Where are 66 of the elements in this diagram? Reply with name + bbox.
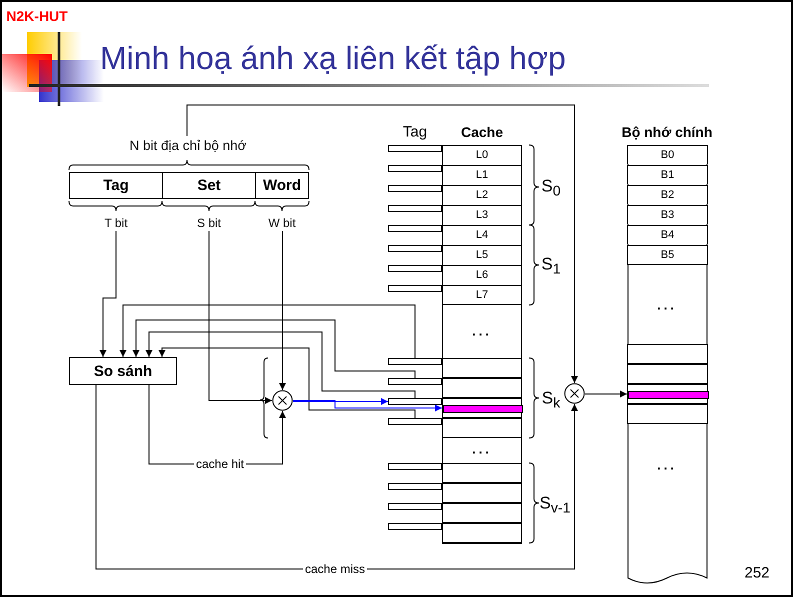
ellipsis: ... bbox=[472, 324, 492, 338]
tag-slot bbox=[388, 463, 442, 470]
tag-slot bbox=[388, 245, 442, 252]
tag-slot bbox=[388, 225, 442, 232]
memory-block: B1 bbox=[627, 165, 708, 184]
bit-width-label: W bit bbox=[266, 215, 298, 231]
tag-slot bbox=[388, 185, 442, 192]
set-label: S$_{0}$ bbox=[541, 176, 561, 200]
memory-block bbox=[627, 344, 708, 364]
arrow bbox=[208, 230, 272, 404]
memory-block: B5 bbox=[627, 245, 708, 265]
ellipsis: ... bbox=[657, 298, 677, 312]
tag-slot bbox=[388, 503, 442, 510]
tag-slot bbox=[388, 378, 442, 385]
memory-block: B0 bbox=[627, 145, 708, 164]
tag-slot bbox=[388, 145, 442, 152]
address-field: Word bbox=[255, 172, 309, 199]
arrow bbox=[96, 384, 578, 570]
ellipsis: ... bbox=[657, 458, 677, 472]
arrow bbox=[584, 390, 628, 398]
tag-slot bbox=[388, 418, 442, 425]
arrow bbox=[292, 398, 388, 405]
multiplier-circle bbox=[564, 383, 585, 404]
selected-word-bar bbox=[628, 391, 709, 399]
tag-slot bbox=[388, 265, 442, 272]
address-field: Set bbox=[162, 172, 256, 199]
page-number: 252 bbox=[744, 564, 770, 582]
multiplier-circle bbox=[272, 390, 293, 411]
slide-title: Minh hoạ ánh xạ liên kết tập hợp bbox=[100, 40, 566, 77]
memory-block bbox=[627, 384, 708, 404]
address-field: Tag bbox=[69, 172, 163, 199]
arrow bbox=[292, 400, 442, 412]
memory-block bbox=[627, 404, 708, 424]
tag-slot bbox=[388, 483, 442, 490]
arrow bbox=[158, 348, 416, 418]
set-label: S$_{1}$ bbox=[541, 254, 561, 278]
tag-slot bbox=[388, 165, 442, 172]
set-label: S$_{v-1}$ bbox=[540, 493, 570, 517]
memory-block bbox=[627, 364, 708, 384]
memory-block: B4 bbox=[627, 225, 708, 244]
memory-block: B3 bbox=[627, 205, 708, 224]
column-heading: Bộ nhớ chính bbox=[620, 124, 714, 140]
arrow bbox=[279, 230, 286, 390]
comparator-box: So sánh bbox=[69, 357, 177, 385]
edge-label: cache miss bbox=[302, 563, 368, 575]
edge-label: cache hit bbox=[194, 458, 246, 470]
tag-slot bbox=[388, 285, 442, 292]
ellipsis: ... bbox=[472, 442, 492, 456]
selected-word-bar bbox=[443, 405, 523, 413]
set-label: S$_{k}$ bbox=[542, 388, 560, 412]
arrow bbox=[186, 104, 578, 384]
tag-slot bbox=[388, 358, 442, 365]
arrow bbox=[100, 230, 116, 358]
tag-slot bbox=[388, 398, 442, 405]
bit-width-label: T bit bbox=[100, 215, 132, 231]
column-heading: Tag bbox=[402, 124, 428, 140]
column-heading: Cache bbox=[460, 124, 504, 140]
tag-slot bbox=[388, 523, 442, 530]
tag-slot bbox=[388, 205, 442, 212]
arrow bbox=[132, 320, 416, 378]
memory-block: B2 bbox=[627, 185, 708, 204]
arrow bbox=[146, 332, 416, 398]
arrow bbox=[120, 304, 416, 358]
bit-width-label: S bit bbox=[193, 215, 225, 231]
bit-width-label: N bit địa chỉ bộ nhớ bbox=[124, 136, 252, 154]
slide-tag: N2K-HUT bbox=[6, 8, 68, 24]
